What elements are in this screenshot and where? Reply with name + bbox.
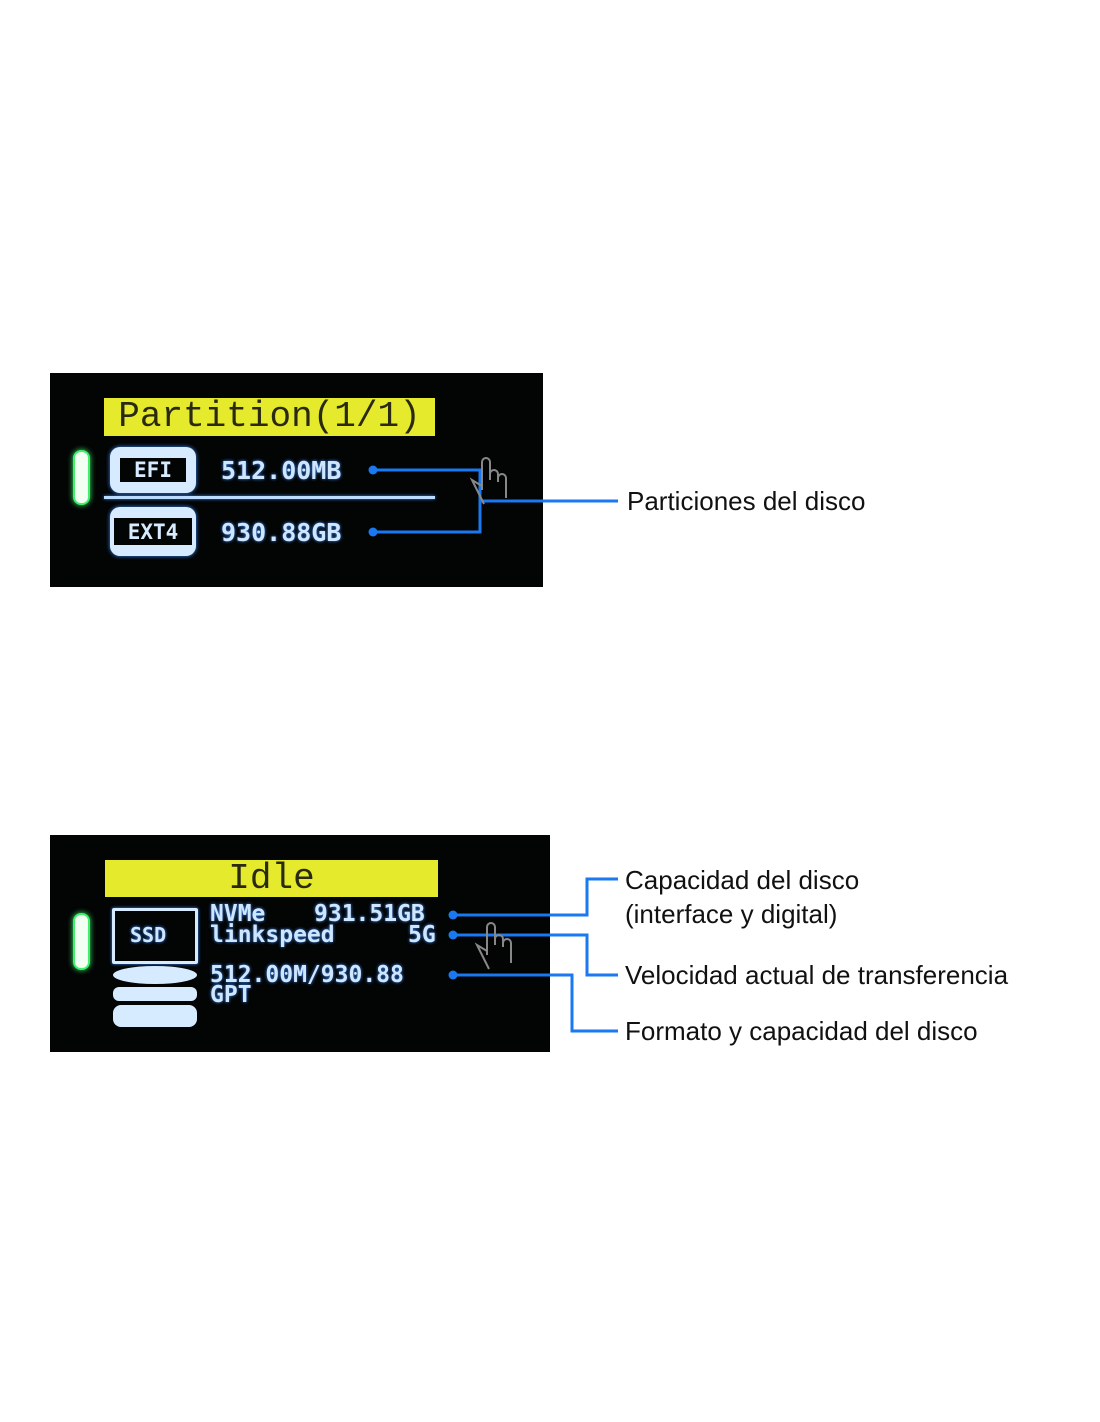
partition-usage: 512.00M/930.88 (210, 962, 404, 988)
status-led (73, 450, 90, 505)
idle-screen: Idle SSD NVMe 931.51GB linkspeed 5G 512.… (50, 835, 550, 1052)
partition-title: Partition(1/1) (104, 398, 435, 436)
linkspeed-label: linkspeed (210, 922, 335, 948)
callout-capacity-detail: (interface y digital) (625, 899, 838, 929)
callout-partitions: Particiones del disco (627, 486, 866, 516)
interface-type: NVMe (210, 901, 266, 927)
efi-partition-icon: EFI (110, 447, 196, 493)
ext4-size: 930.88GB (221, 518, 342, 547)
ext4-label: EXT4 (114, 518, 192, 545)
ext4-partition-icon: EXT4 (110, 507, 196, 556)
partition-table-format: GPT (210, 982, 252, 1008)
disk-stack-icon (113, 966, 197, 1027)
partition-screen: Partition(1/1) EFI 512.00MB EXT4 930.88G… (50, 373, 543, 587)
ssd-icon: SSD (112, 908, 198, 964)
efi-label: EFI (120, 458, 186, 482)
efi-size: 512.00MB (221, 456, 342, 485)
callout-speed: Velocidad actual de transferencia (625, 960, 1009, 990)
linkspeed-value: 5G (408, 922, 436, 948)
idle-title: Idle (105, 860, 438, 897)
divider (104, 496, 435, 499)
hand-pointer-icon (469, 457, 512, 970)
callout-capacity: Capacidad del disco (625, 865, 860, 895)
disk-capacity: 931.51GB (314, 901, 425, 927)
callout-format: Formato y capacidad del disco (625, 1016, 978, 1046)
ssd-label: SSD (130, 923, 167, 947)
status-led (73, 913, 90, 970)
